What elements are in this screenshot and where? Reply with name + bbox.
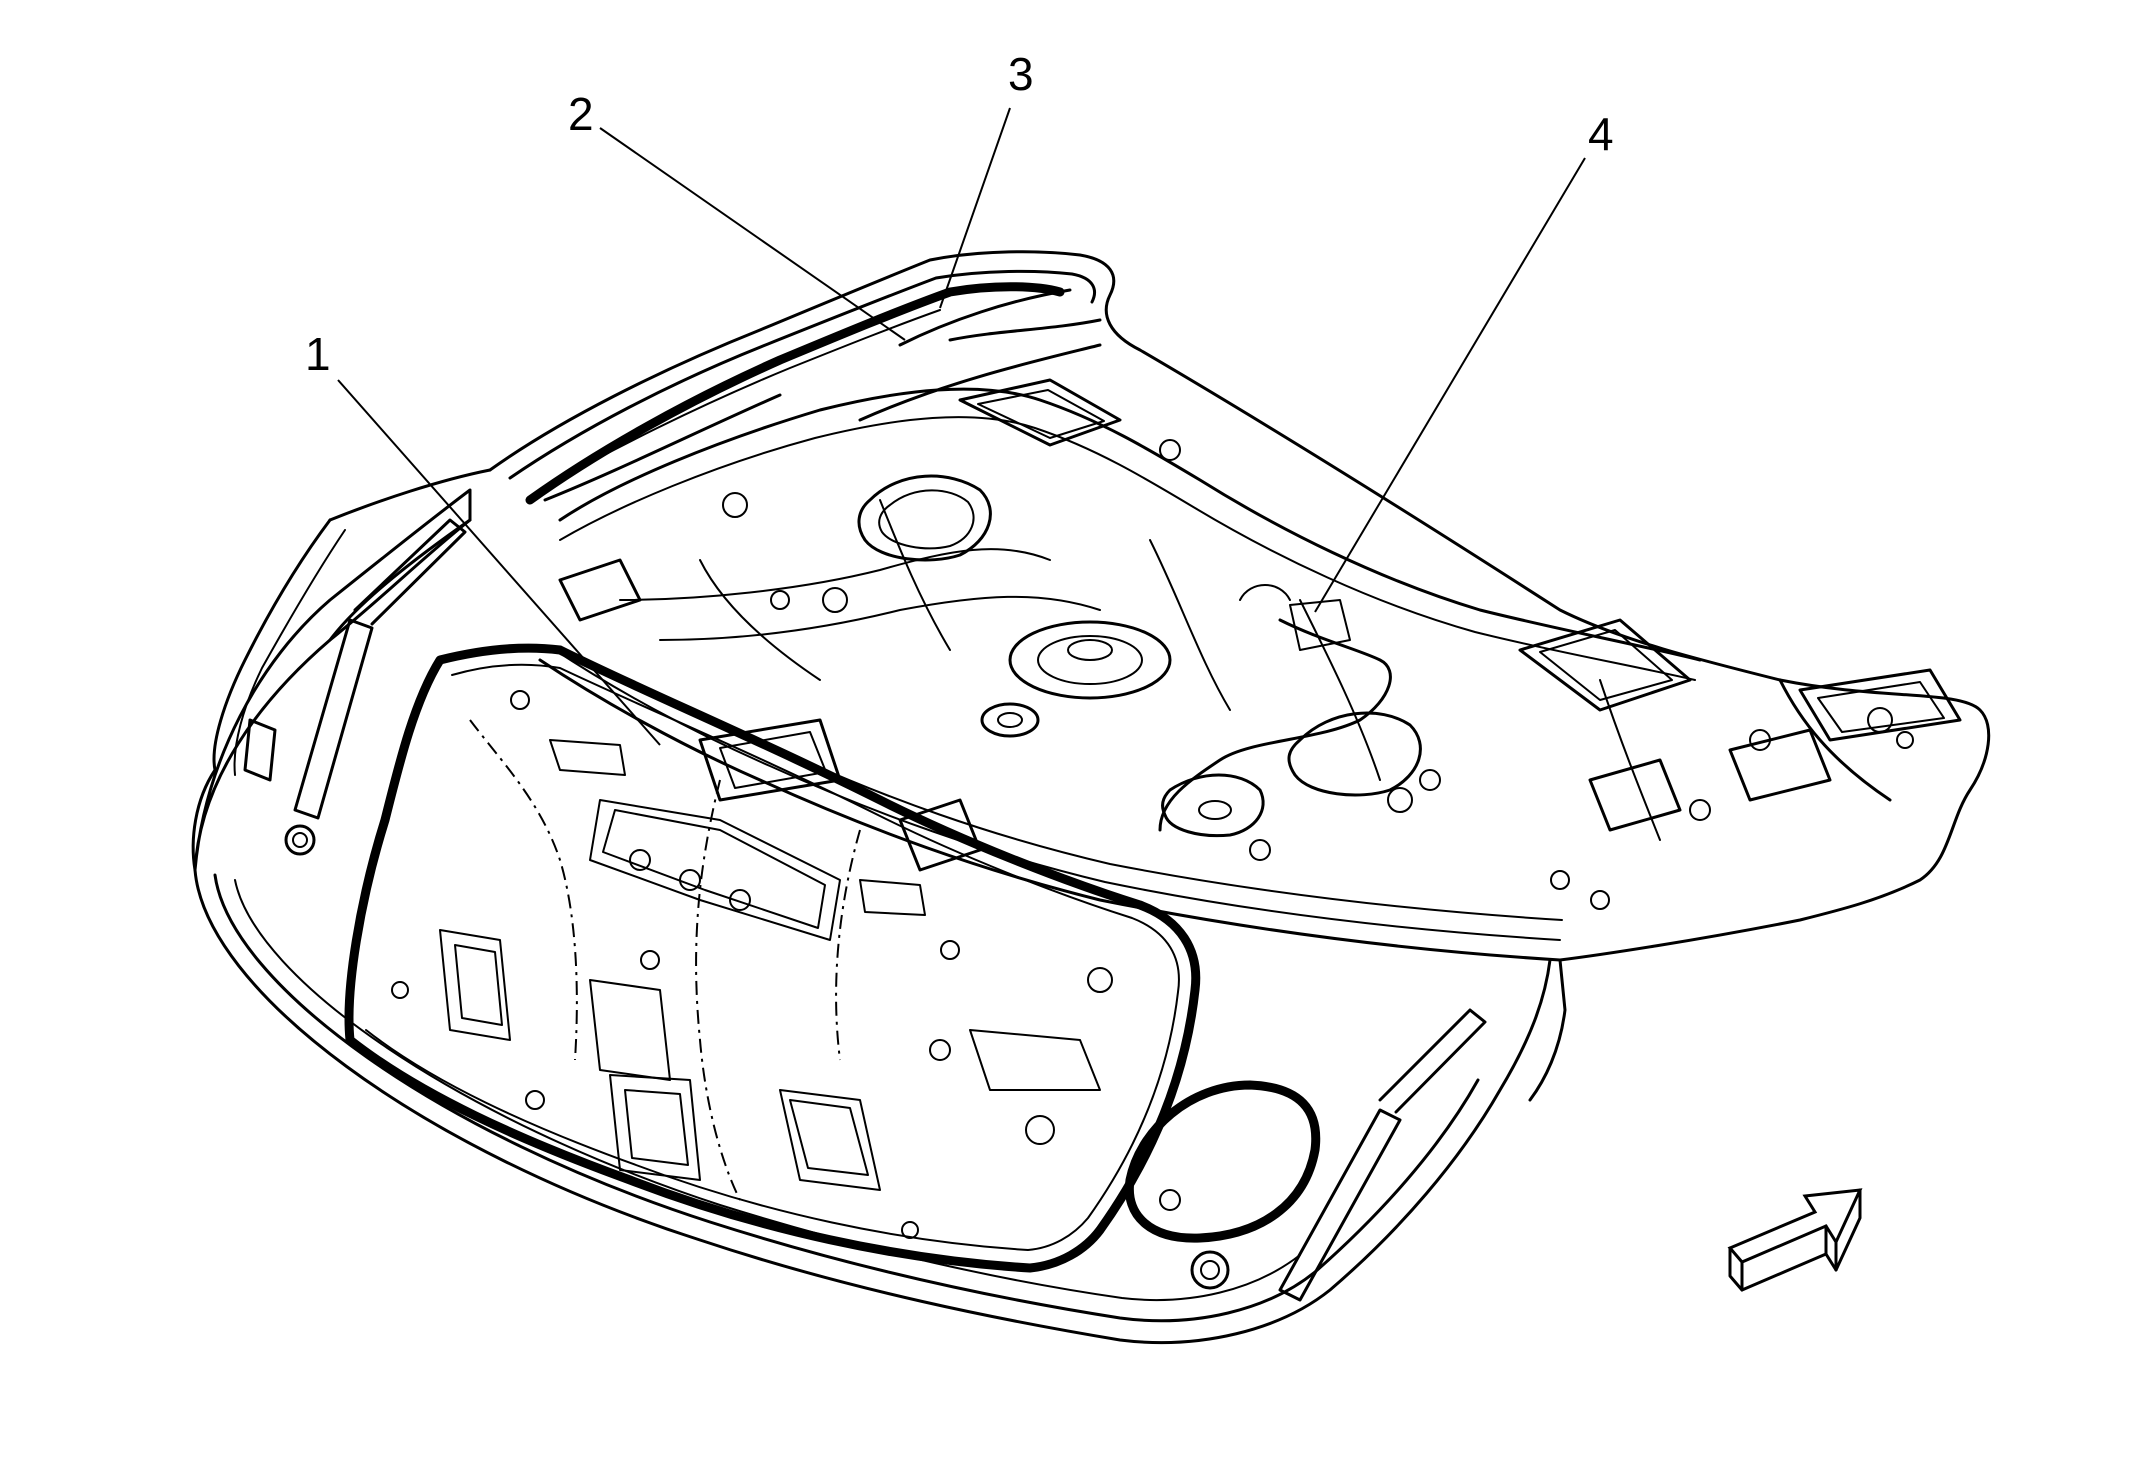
callout-3: 3	[1008, 48, 1034, 100]
right-gas-strut	[1190, 1008, 1487, 1302]
inner-panel-details	[391, 690, 1113, 1239]
trunk-lid-upper-panel	[488, 250, 1991, 1102]
callout-4: 4	[1588, 108, 1614, 160]
upper-weatherstrip	[525, 282, 1065, 505]
callout-2: 2	[568, 88, 594, 140]
leader-line-4	[1314, 157, 1586, 613]
upper-inner-structure	[558, 288, 1962, 910]
callout-1: 1	[305, 328, 331, 380]
leader-line-3	[939, 107, 1011, 309]
front-direction-arrow-icon	[1727, 1188, 1863, 1292]
leader-lines	[337, 107, 1586, 746]
callouts: 1 2 3 4	[305, 48, 1614, 380]
left-gas-strut	[243, 518, 467, 856]
access-hole	[1124, 1080, 1321, 1243]
leader-line-2	[599, 127, 906, 341]
weatherstrip-seal	[344, 643, 1201, 1273]
leader-line-1	[337, 379, 661, 746]
